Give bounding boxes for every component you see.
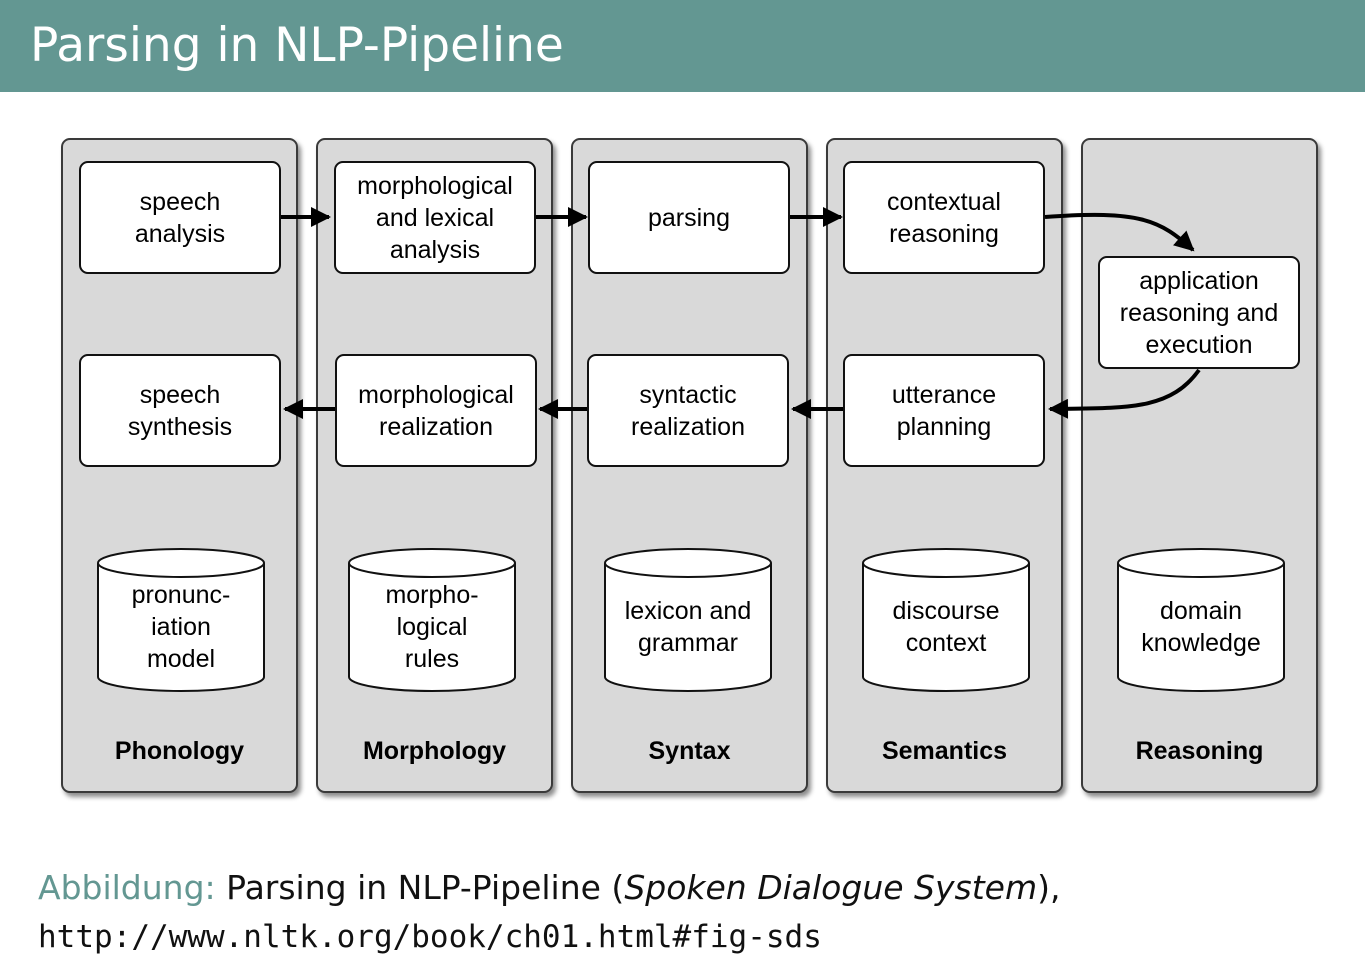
box-contextual-reasoning: contextual reasoning (843, 161, 1045, 274)
box-syntactic-realization: syntactic realization (587, 354, 789, 467)
db-discourse-context: discourse context (892, 597, 1000, 657)
db-lexicon-grammar: lexicon and grammar (624, 597, 752, 657)
box-speech-synthesis: speech synthesis (79, 354, 281, 467)
box-application-reasoning: application reasoning and execution (1098, 256, 1300, 369)
caption-label: Abbildung: (38, 868, 216, 907)
title-bar: Parsing in NLP-Pipeline (0, 0, 1365, 92)
database-cylinder (604, 548, 772, 692)
column-label-reasoning: Reasoning (1135, 737, 1264, 765)
box-parsing: parsing (588, 161, 790, 274)
database-cylinder (862, 548, 1030, 692)
caption-text-end: ), (1037, 868, 1061, 907)
box-morphological-realization: morphological realization (335, 354, 537, 467)
arrow-curve-from-reasoning (1048, 368, 1201, 419)
caption-italic: Spoken Dialogue System (624, 868, 1038, 907)
column-label-syntax: Syntax (648, 737, 731, 765)
db-domain-knowledge: domain knowledge (1141, 597, 1261, 657)
page-title: Parsing in NLP-Pipeline (30, 18, 564, 73)
database-cylinder (348, 548, 516, 692)
column-label-phonology: Phonology (114, 737, 245, 765)
column-label-morphology: Morphology (362, 737, 507, 765)
box-morphological-lexical-analysis: morphological and lexical analysis (334, 161, 536, 274)
column-label-semantics: Semantics (881, 737, 1008, 765)
box-speech-analysis: speech analysis (79, 161, 281, 274)
arrow-curve-to-reasoning (1044, 212, 1195, 252)
db-morphological-rules: morpho- logical rules (385, 581, 479, 673)
database-cylinder (97, 548, 265, 692)
figure-caption: Abbildung: Parsing in NLP-Pipeline (Spok… (38, 866, 1060, 910)
db-pronunciation-model: pronunc- iation model (131, 581, 231, 673)
caption-url: http://www.nltk.org/book/ch01.html#fig-s… (38, 919, 822, 955)
database-cylinder (1117, 548, 1285, 692)
box-utterance-planning: utterance planning (843, 354, 1045, 467)
caption-text: Parsing in NLP-Pipeline ( (215, 868, 625, 907)
